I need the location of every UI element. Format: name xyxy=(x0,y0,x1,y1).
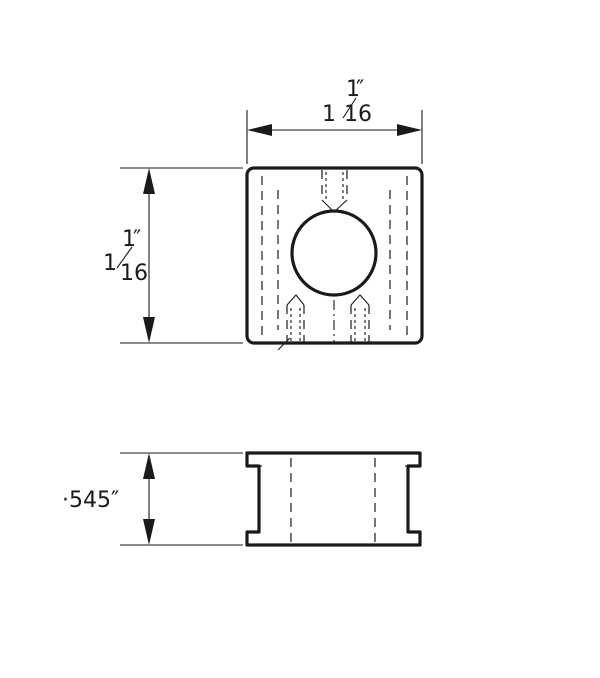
height-arrow-top xyxy=(143,168,155,194)
width-inch-mark: ″ xyxy=(356,77,364,102)
top-tapped-hole xyxy=(321,170,348,213)
height-numerator: 1 xyxy=(122,227,136,252)
height-inch-mark: ″ xyxy=(133,227,141,252)
leader-mark xyxy=(277,337,291,351)
width-arrow-right xyxy=(397,124,422,136)
lower-right-tapped-hole xyxy=(350,294,370,343)
thickness-dimension: ·545″ xyxy=(62,452,243,546)
height-denominator: 16 xyxy=(120,261,148,286)
width-whole-number: 1 xyxy=(322,102,336,127)
lower-left-tapped-hole xyxy=(286,294,305,343)
elevation-view xyxy=(245,451,422,547)
thickness-arrow-bottom xyxy=(143,519,155,545)
central-bore xyxy=(290,209,378,297)
width-numerator: 1 xyxy=(346,77,360,102)
height-fraction-slash xyxy=(116,246,133,269)
thickness-value: ·545″ xyxy=(62,488,119,513)
width-arrow-left xyxy=(247,124,272,136)
plan-view xyxy=(245,166,424,351)
plan-view-outline xyxy=(245,166,424,345)
thickness-arrow-top xyxy=(143,453,155,479)
height-dimension: 1 ″ 1 16 xyxy=(103,167,243,344)
width-fraction-slash xyxy=(342,97,357,119)
width-dimension: 1 ″ 1 16 xyxy=(246,77,423,164)
height-whole-number: 1 xyxy=(103,251,117,276)
elevation-view-outline xyxy=(245,451,422,547)
height-arrow-bottom xyxy=(143,317,155,343)
width-denominator: 16 xyxy=(344,102,372,127)
